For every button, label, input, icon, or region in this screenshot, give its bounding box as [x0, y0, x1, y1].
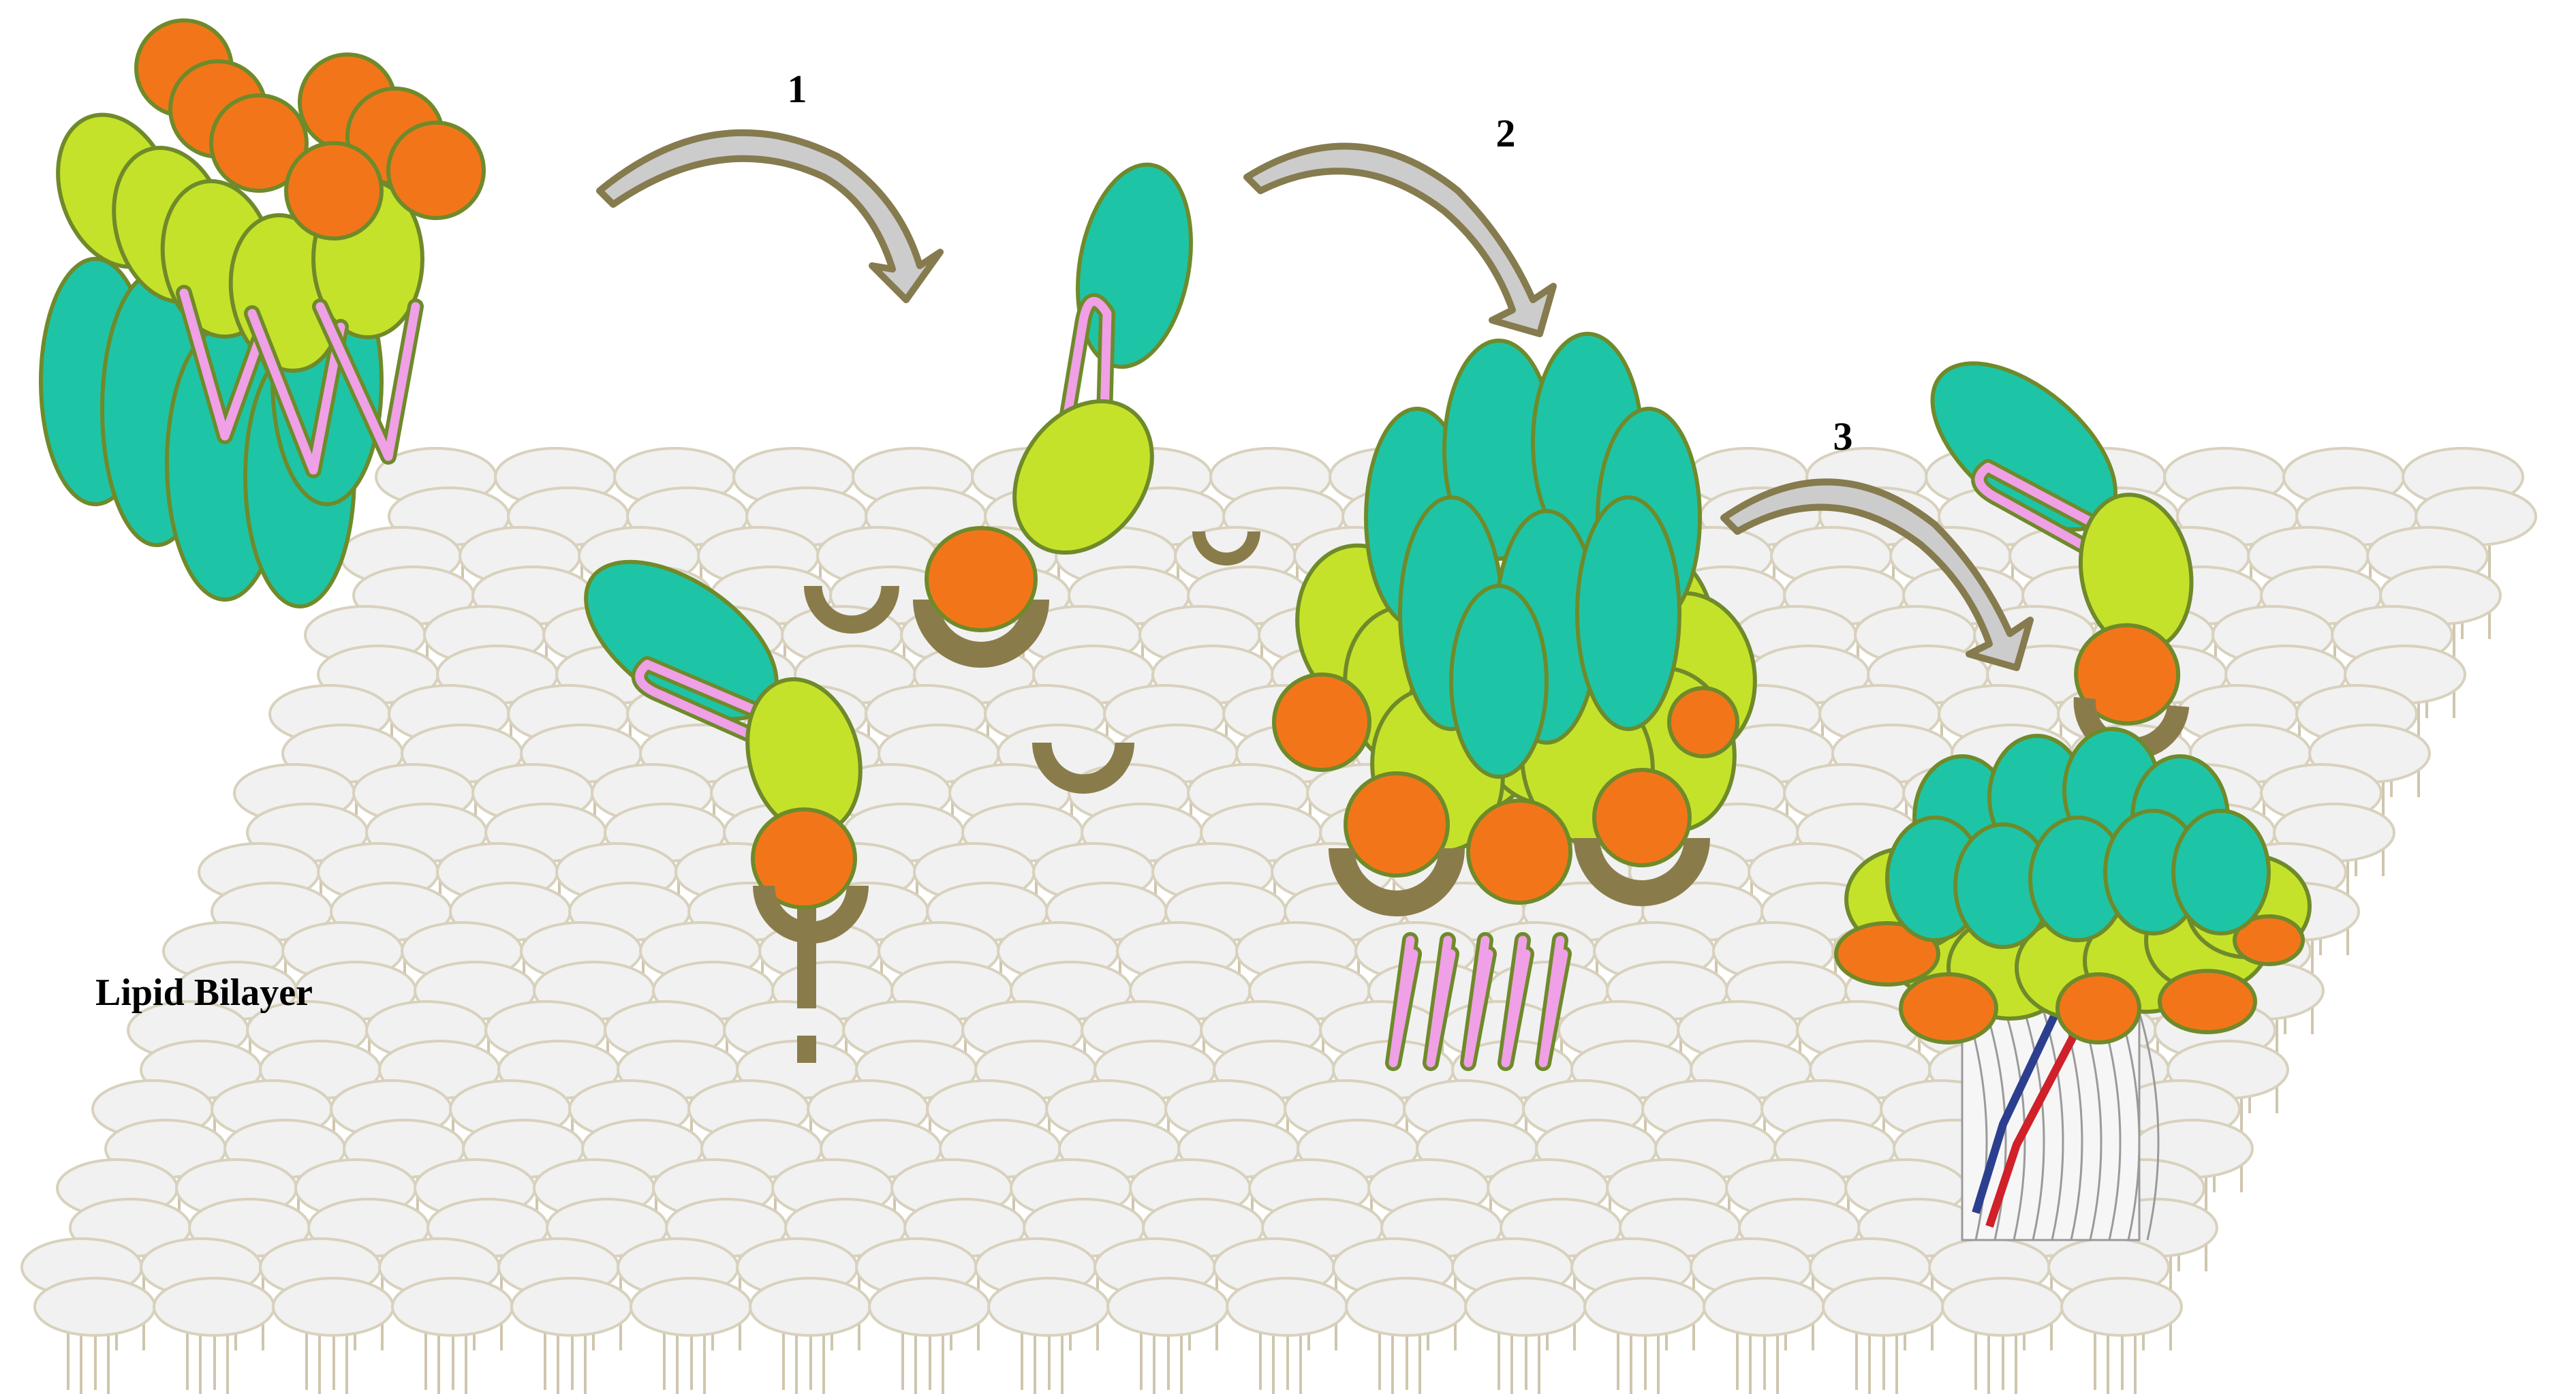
orange-domain — [2055, 972, 2141, 1044]
curved-arrow-icon — [596, 129, 944, 303]
lipid-head — [987, 1277, 1110, 1337]
pink-hairpin-core — [315, 302, 420, 461]
receptor-cup — [1032, 743, 1134, 794]
teal-domain — [1575, 495, 1681, 731]
lipid-head — [1106, 1277, 1229, 1337]
receptor-cup — [753, 886, 869, 944]
receptor-cup — [1329, 848, 1465, 916]
lipid-head — [391, 1277, 514, 1337]
orange-domain — [1344, 771, 1450, 878]
lipid-head — [1583, 1277, 1706, 1337]
pink-hairpin-inserted-core — [1388, 935, 1418, 1068]
lipid-head — [1822, 1277, 1944, 1337]
lipid-head — [1226, 1277, 1348, 1337]
step-label-2: 2 — [1496, 111, 1516, 155]
orange-domain — [925, 526, 1038, 632]
lipid-head — [749, 1277, 871, 1337]
orange-domain — [2074, 623, 2181, 726]
orange-domain — [1899, 972, 1998, 1044]
orange-domain — [1272, 672, 1371, 772]
orange-domain — [1466, 799, 1572, 905]
step-label-3: 3 — [1833, 414, 1853, 459]
pink-hairpin-core — [247, 309, 345, 475]
prepore-oligomer — [1272, 332, 1757, 1071]
step-arrows — [596, 129, 2034, 671]
orange-domain — [2233, 914, 2305, 966]
beta-strand — [2132, 994, 2160, 1241]
monomer — [1930, 361, 2194, 760]
lipid-bilayer-label: Lipid Bilayer — [95, 972, 313, 1014]
pink-hairpin-inserted-core — [1426, 935, 1456, 1068]
bound-monomer-center — [925, 162, 1193, 632]
lime-domain — [1012, 399, 1154, 555]
orange-domain — [386, 121, 486, 220]
lipid-head — [272, 1277, 394, 1337]
orange-domain — [1667, 686, 1739, 758]
pink-hairpin-core — [179, 288, 264, 441]
pink-hairpin-core — [1974, 463, 2124, 569]
step-label-1: 1 — [788, 67, 807, 111]
lipid-head — [510, 1277, 633, 1337]
receptor-cup — [913, 600, 1049, 668]
orange-domain — [284, 141, 384, 241]
receptor-cup — [804, 586, 899, 634]
lipid-head — [1703, 1277, 1825, 1337]
curved-arrow-icon — [1720, 478, 2034, 671]
inserted-pore — [1834, 727, 2312, 1241]
receptor-cup — [1192, 531, 1260, 566]
soluble-oligomer — [39, 18, 486, 608]
beta-strand-blue — [1972, 993, 2068, 1214]
bound-monomer-left — [584, 559, 869, 944]
teal-domain — [2171, 809, 2271, 935]
receptor-cup — [1574, 838, 1710, 906]
pink-hairpin-inserted-core — [1538, 935, 1568, 1068]
curved-arrow-icon — [1243, 142, 1557, 337]
orange-domain — [209, 93, 309, 193]
free-monomer-right — [1930, 361, 2194, 760]
receptor-stalk — [797, 1036, 816, 1063]
pink-hairpin-inserted-core — [1501, 935, 1531, 1068]
lipid-head — [630, 1277, 752, 1337]
pink-hairpin-core — [1058, 296, 1112, 448]
lipid-head — [33, 1277, 156, 1337]
beta-strand — [2018, 994, 2045, 1241]
lipid-head — [1464, 1277, 1587, 1337]
pink-hairpin-core — [635, 660, 788, 754]
orange-domain — [2158, 969, 2257, 1034]
orange-domain — [751, 807, 857, 910]
pink-hairpin-inserted-core — [1463, 935, 1493, 1068]
lipid-head — [1941, 1277, 2064, 1337]
teal-domain — [1449, 584, 1549, 779]
lipid-head — [1345, 1277, 1468, 1337]
lipid-head — [153, 1277, 275, 1337]
lipid-head — [868, 1277, 991, 1337]
orange-domain — [1592, 768, 1692, 867]
beta-strand-red — [1985, 1000, 2096, 1228]
orange-domain — [1834, 921, 1940, 987]
beta-strand — [1999, 994, 2026, 1241]
lipid-head — [2060, 1277, 2183, 1337]
monomer — [584, 559, 869, 944]
